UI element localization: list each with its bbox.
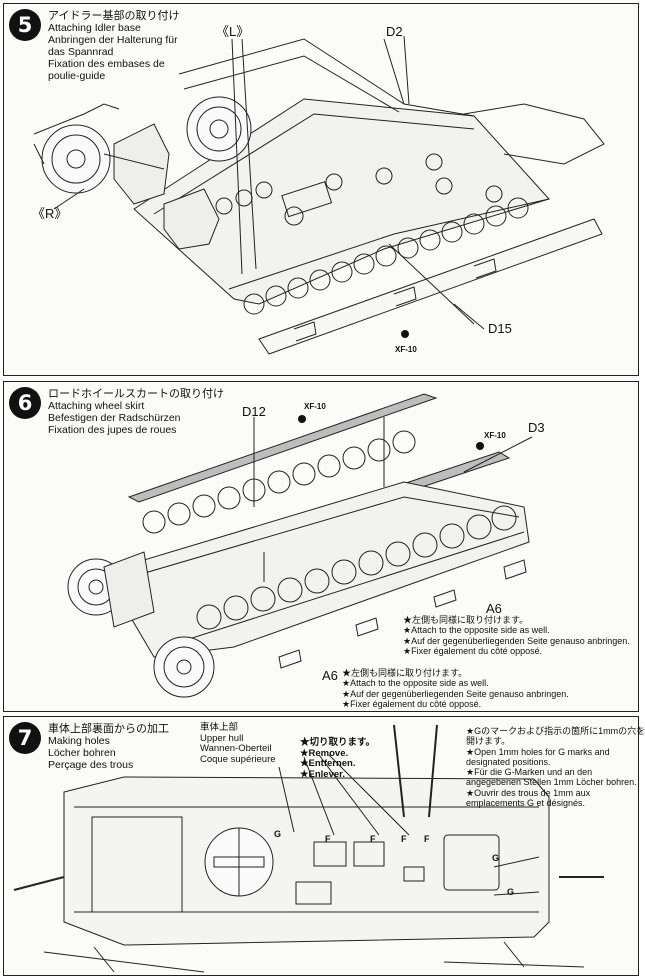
note-jp: ★左側も同様に取り付けます。 bbox=[403, 615, 529, 625]
fender-d2 bbox=[178, 38, 475, 117]
upper-hull-fr: Coque supérieure bbox=[200, 753, 276, 765]
road-wheel-row bbox=[195, 167, 529, 315]
step-title-fr-2: poulie-guide bbox=[48, 70, 106, 82]
upper-hull-jp: 車体上部 bbox=[200, 722, 239, 733]
step-title-block: 車体上部裏面からの加工 Making holes Löcher bohren P… bbox=[48, 722, 169, 772]
holes-note-line: ★Für die G-Marken und an den bbox=[466, 767, 593, 778]
holes-note-line: ★Open 1mm holes for G marks and bbox=[466, 746, 610, 757]
step-title-en: Attaching wheel skirt bbox=[48, 400, 145, 412]
step-number: 5 bbox=[9, 9, 41, 41]
step-title-block: アイドラー基部の取り付け Attaching Idler base Anbrin… bbox=[48, 9, 180, 83]
paint-dot-icon bbox=[401, 330, 409, 338]
holes-note-line: angegebenen Stellen 1mm Löcher bohren. bbox=[466, 777, 637, 788]
paint-dot-icon bbox=[476, 442, 484, 450]
step-6-drawing bbox=[67, 393, 533, 698]
step-title-jp: 車体上部裏面からの加工 bbox=[48, 722, 169, 735]
note-en: ★Attach to the opposite side as well. bbox=[342, 678, 489, 689]
idler-wheel-left bbox=[186, 96, 252, 162]
holes-note: ★Gのマークおよび指示の箇所に1mmの穴を 開けます。 ★Open 1mm ho… bbox=[466, 726, 645, 808]
step-title-de-2: das Spannrad bbox=[48, 46, 114, 58]
note-de: ★Auf der gegenüberliegenden Seite genaus… bbox=[403, 635, 630, 646]
upper-hull-en: Upper hull bbox=[200, 732, 244, 744]
mark-g: G bbox=[274, 829, 282, 839]
mark-f: F bbox=[424, 834, 430, 844]
drill-bit-icon bbox=[13, 876, 65, 891]
paint-dot-icon bbox=[298, 415, 306, 423]
upper-hull-outline bbox=[63, 776, 550, 946]
step-title-en: Attaching Idler base bbox=[48, 22, 141, 34]
note-fr: ★Fixer également du côté opposé. bbox=[403, 645, 543, 656]
step-title-de: Löcher bohren bbox=[48, 747, 116, 759]
idler-wheel-right bbox=[41, 124, 111, 194]
mark-g: G bbox=[492, 853, 500, 863]
mark-g: G bbox=[507, 887, 515, 897]
paint-code-label: XF-10 bbox=[304, 402, 326, 411]
remove-jp: ★切り取ります。 bbox=[300, 737, 376, 748]
note-jp: ★左側も同様に取り付けます。 bbox=[342, 668, 468, 678]
step-title-de: Befestigen der Radschürzen bbox=[48, 412, 181, 424]
step-5-panel: 5 アイドラー基部の取り付け Attaching Idler base Anbr… bbox=[3, 3, 639, 376]
remove-fr: ★Enlever. bbox=[300, 768, 345, 780]
idler-wheel-front bbox=[153, 636, 215, 698]
note-fr: ★Fixer également du côté opposé. bbox=[342, 698, 482, 709]
part-label-d3: D3 bbox=[528, 420, 545, 435]
opposite-side-note: ★左側も同様に取り付けます。 ★Attach to the opposite s… bbox=[403, 615, 630, 656]
holes-note-line: ★Gのマークおよび指示の箇所に1mmの穴を bbox=[466, 726, 645, 736]
step-title-block: ロードホイールスカートの取り付け Attaching wheel skirt B… bbox=[48, 387, 224, 437]
remove-en: ★Remove. bbox=[300, 747, 349, 759]
upper-hull-label: 車体上部 Upper hull Wannen-Oberteil Coque su… bbox=[200, 722, 276, 765]
holes-note-line: ★Ouvrir des trous de 1mm aux bbox=[466, 787, 591, 798]
part-a6-plate bbox=[503, 559, 527, 580]
holes-note-line: emplacements G et désignés. bbox=[466, 798, 586, 809]
step-number: 6 bbox=[9, 387, 41, 419]
part-a6-plate bbox=[355, 617, 379, 637]
mark-f: F bbox=[401, 834, 407, 844]
part-label-d12: D12 bbox=[242, 404, 266, 419]
step-title-fr: Fixation des jupes de roues bbox=[48, 424, 177, 436]
note-en: ★Attach to the opposite side as well. bbox=[403, 625, 550, 636]
holes-note-line: 開けます。 bbox=[466, 736, 511, 747]
step-7-panel: 7 車体上部裏面からの加工 Making holes Löcher bohren… bbox=[3, 716, 645, 976]
step-title-en: Making holes bbox=[48, 735, 110, 747]
drill-bit-icon bbox=[428, 724, 438, 818]
road-wheel-row-front bbox=[196, 505, 517, 630]
note-de: ★Auf der gegenüberliegenden Seite genaus… bbox=[342, 688, 569, 699]
step-5-drawing bbox=[33, 35, 605, 355]
step-title-jp: アイドラー基部の取り付け bbox=[48, 9, 180, 22]
holes-note-line: designated positions. bbox=[466, 756, 551, 767]
step-7-drawing bbox=[13, 724, 604, 973]
remove-de: ★Entfernen. bbox=[300, 758, 356, 769]
part-label-a6: A6 bbox=[322, 668, 338, 683]
upper-hull-de: Wannen-Oberteil bbox=[200, 743, 272, 754]
step-number: 7 bbox=[9, 722, 41, 754]
step-title-fr-1: Fixation des embases de bbox=[48, 58, 165, 70]
left-side-label: 《L》 bbox=[216, 24, 250, 39]
drill-bit-icon bbox=[393, 724, 405, 818]
mark-f: F bbox=[325, 834, 331, 844]
road-wheel-row-rear bbox=[142, 430, 416, 534]
remove-note: ★切り取ります。 ★Remove. ★Entfernen. ★Enlever. bbox=[300, 737, 376, 780]
skirt-d12 bbox=[127, 393, 438, 503]
part-label-d15: D15 bbox=[488, 321, 512, 336]
step-6-panel: 6 ロードホイールスカートの取り付け Attaching wheel skirt… bbox=[3, 381, 639, 712]
paint-code-label: XF-10 bbox=[484, 431, 506, 440]
opposite-side-note: ★左側も同様に取り付けます。 ★Attach to the opposite s… bbox=[342, 668, 569, 709]
paint-code-label: XF-10 bbox=[395, 345, 417, 354]
skirt-d15 bbox=[258, 218, 603, 355]
step-title-jp: ロードホイールスカートの取り付け bbox=[48, 387, 224, 400]
mark-f: F bbox=[370, 834, 376, 844]
step-title-de-1: Anbringen der Halterung für bbox=[48, 34, 178, 46]
step-title-fr: Perçage des trous bbox=[48, 759, 134, 771]
part-label-d2: D2 bbox=[386, 24, 403, 39]
part-label-a6: A6 bbox=[486, 601, 502, 616]
part-a6-plate bbox=[433, 589, 457, 608]
part-a6-plate bbox=[278, 649, 302, 669]
right-side-label: 《R》 bbox=[32, 206, 68, 221]
